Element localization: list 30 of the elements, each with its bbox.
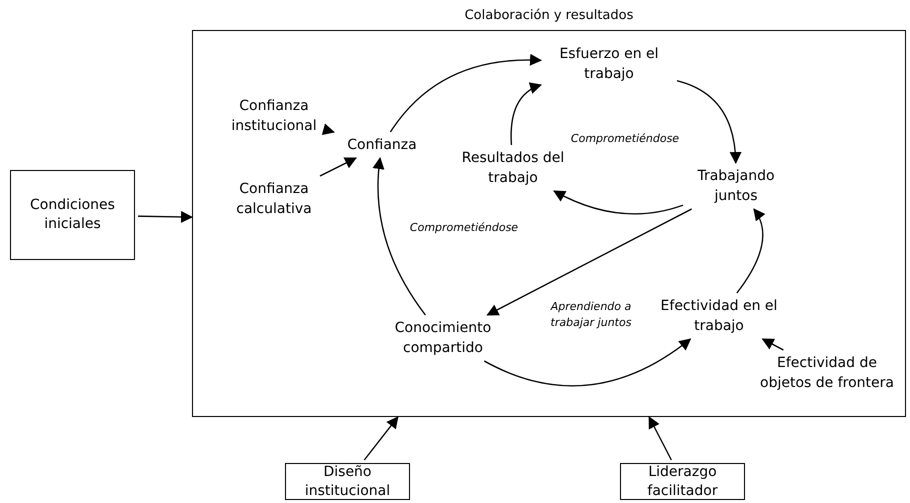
arrow: [553, 190, 684, 214]
concept-label: Esfuerzo en el trabajo: [544, 44, 674, 84]
arrow: [372, 157, 426, 316]
arrow: [484, 338, 692, 386]
arrow: [364, 416, 398, 460]
arrow: [320, 157, 357, 177]
arrow: [510, 83, 542, 146]
concept-label: Confianza: [337, 135, 427, 155]
arrow: [486, 208, 692, 316]
loop-label: Comprometiéndose: [408, 220, 520, 236]
frame-title: Colaboración y resultados: [464, 7, 634, 25]
arrow: [138, 210, 193, 223]
concept-label: Confianza institucional: [219, 96, 329, 136]
arrow: [736, 208, 765, 294]
loop-label: Comprometiéndose: [570, 131, 680, 147]
concept-label: Efectividad de objetos de frontera: [751, 353, 903, 393]
box: Diseño institucional: [285, 463, 410, 500]
arrow: [390, 54, 542, 132]
box: Liderazgo facilitador: [620, 463, 745, 500]
concept-label: Confianza calculativa: [219, 179, 329, 219]
arrow: [762, 338, 784, 351]
loop-label: Aprendiendo a trabajar juntos: [549, 299, 632, 331]
concept-label: Conocimiento compartido: [383, 318, 503, 358]
box: Condiciones iniciales: [10, 170, 135, 260]
arrow: [676, 80, 742, 164]
arrow: [322, 123, 335, 136]
concept-label: Efectividad en el trabajo: [649, 296, 789, 336]
concept-label: Trabajando juntos: [686, 166, 786, 206]
arrow: [648, 416, 672, 460]
concept-label: Resultados del trabajo: [448, 148, 578, 188]
